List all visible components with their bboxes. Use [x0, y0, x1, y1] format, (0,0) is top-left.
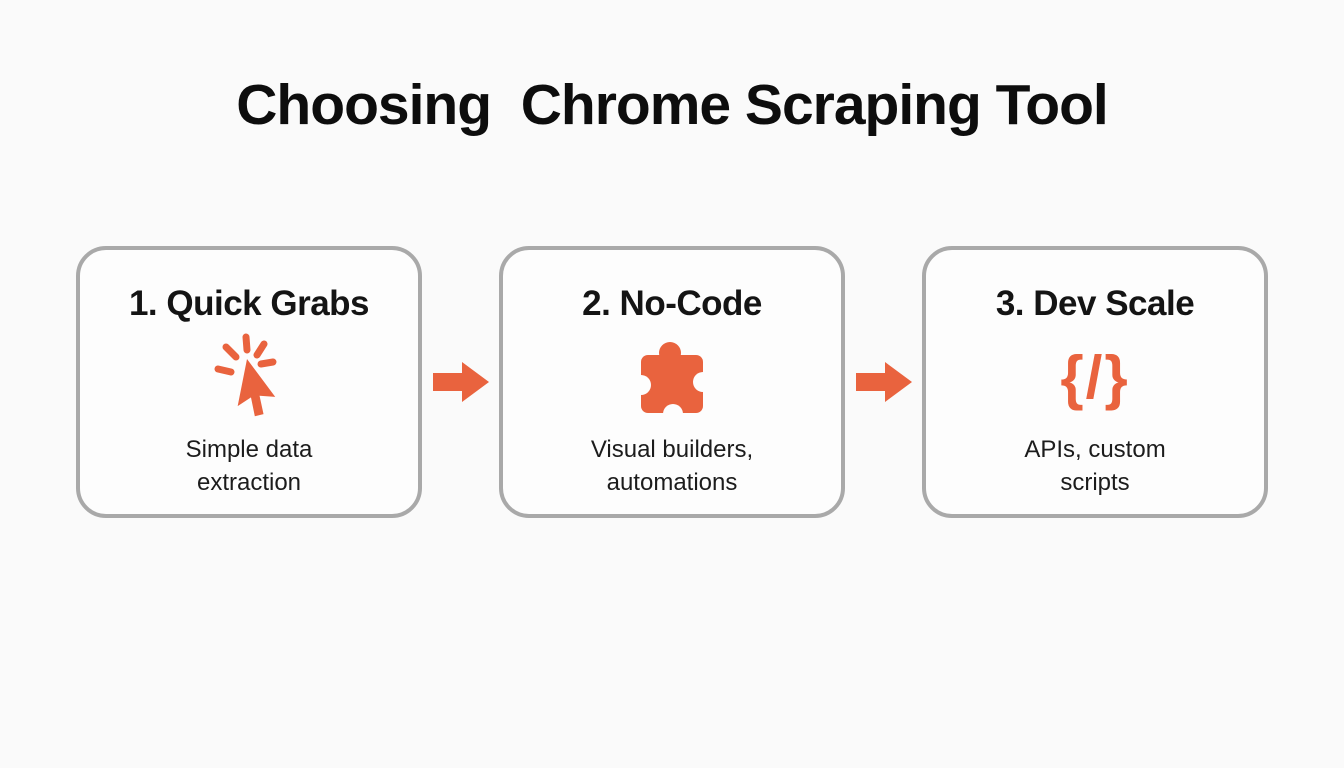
- step-card-no-code: 2. No-Code Visual builders, automations: [499, 246, 845, 518]
- code-brackets-glyph: {/}: [1060, 344, 1130, 412]
- steps-row: 1. Quick Grabs Simple data extraction: [0, 246, 1344, 518]
- arrow-right-icon: [422, 246, 499, 518]
- step-description: Visual builders, automations: [590, 436, 754, 496]
- step-card-quick-grabs: 1. Quick Grabs Simple data extraction: [76, 246, 422, 518]
- step-card-dev-scale: 3. Dev Scale {/} APIs, custom scripts: [922, 246, 1268, 518]
- step-title: 2. No-Code: [582, 284, 762, 323]
- puzzle-piece-icon: [636, 330, 708, 426]
- code-brackets-icon: {/}: [1060, 330, 1129, 426]
- step-description: APIs, custom scripts: [1024, 436, 1166, 496]
- step-description: Simple data extraction: [185, 436, 313, 496]
- step-title: 3. Dev Scale: [995, 284, 1195, 323]
- page-title: Choosing Chrome Scraping Tool: [236, 73, 1108, 137]
- cursor-click-icon: [204, 330, 294, 426]
- step-title: 1. Quick Grabs: [128, 284, 370, 323]
- arrow-right-icon: [845, 246, 922, 518]
